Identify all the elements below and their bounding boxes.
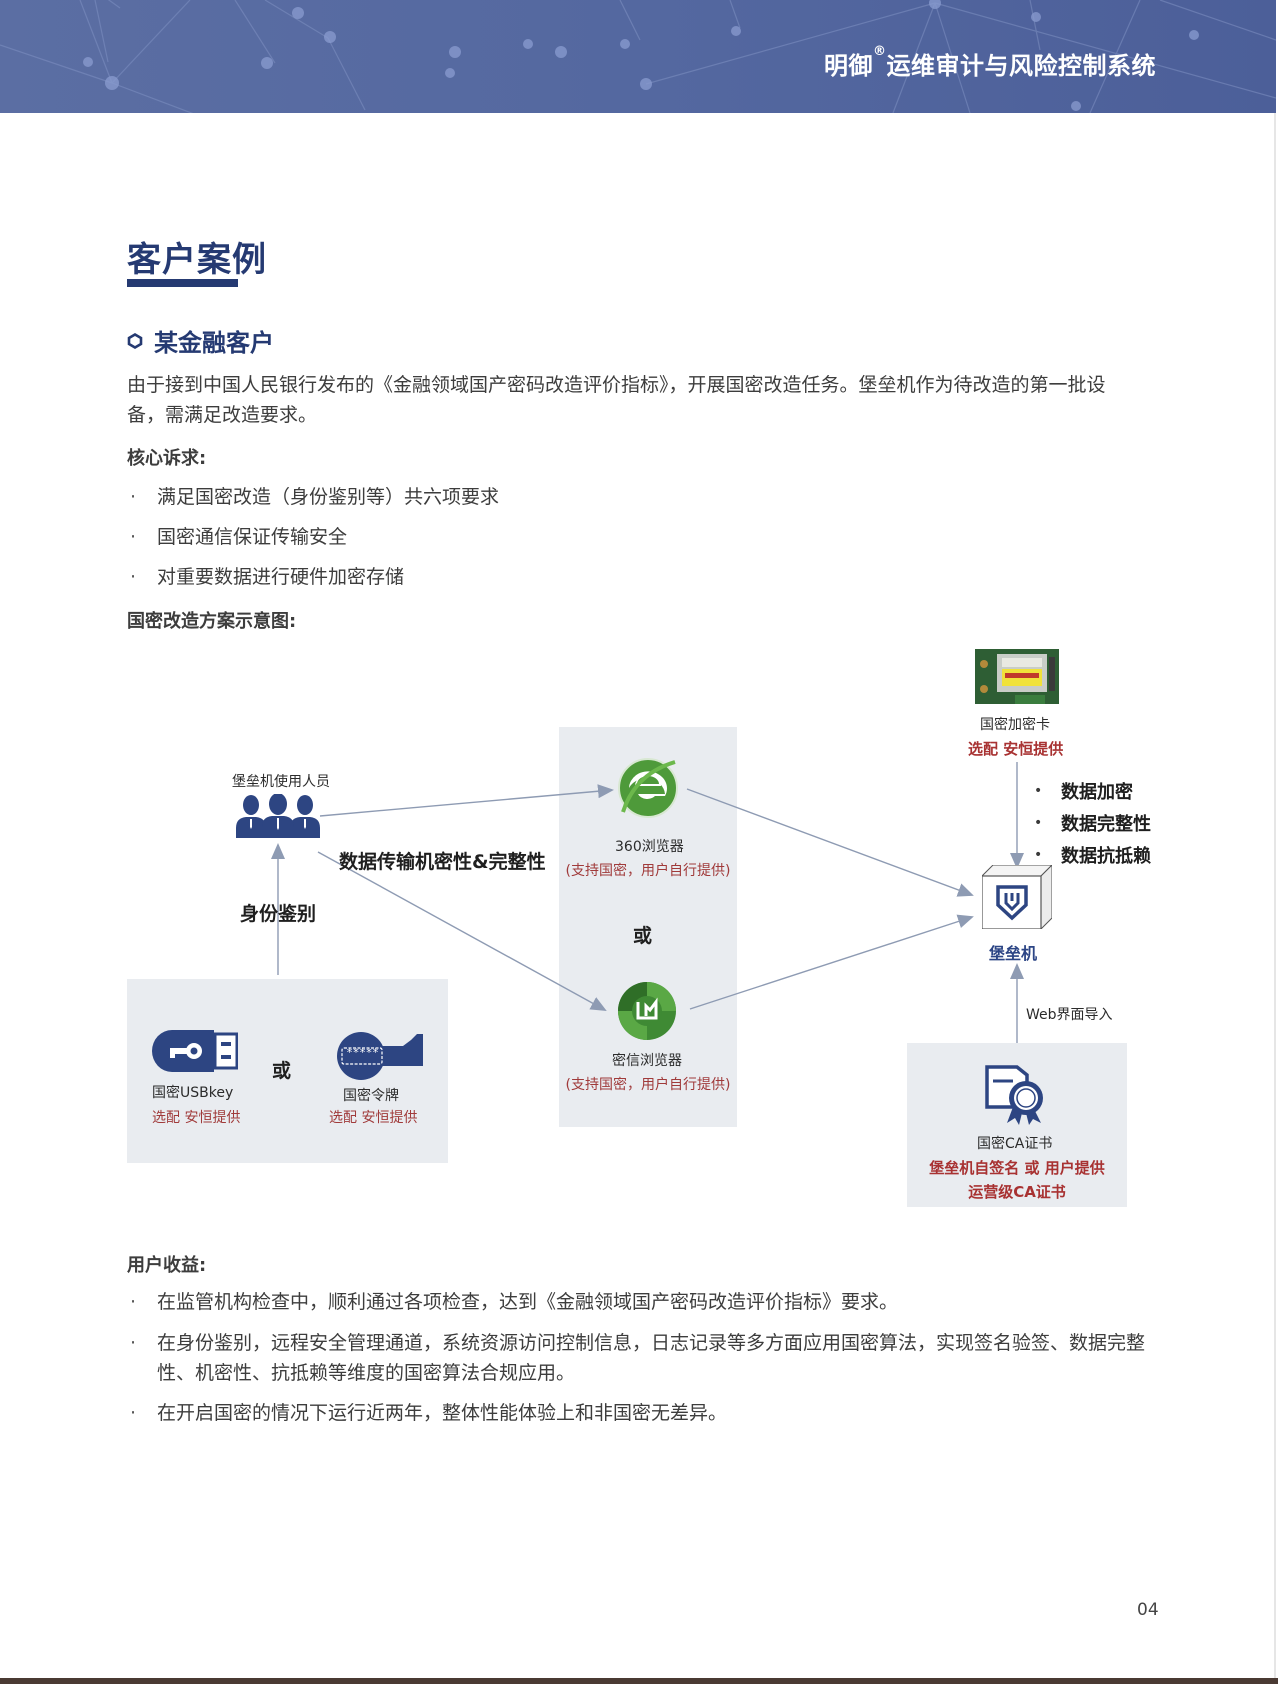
otp-token-label: 国密令牌 — [343, 1088, 399, 1104]
benefit-text: 在监管机构检查中，顺利通过各项检查，达到《金融领域国产密码改造评价指标》要求。 — [157, 1291, 899, 1313]
or-label-browsers: 或 — [633, 925, 653, 947]
core-item-text: 国密通信保证传输安全 — [157, 526, 348, 548]
diagram-label: 国密改造方案示意图: — [127, 611, 297, 632]
bullet-dot-icon: · — [130, 566, 137, 588]
card-feature-text: 数据加密 — [1061, 782, 1133, 803]
benefit-item: · 在开启国密的情况下运行近两年，整体性能体验上和非国密无差异。 — [130, 1398, 1160, 1428]
ca-certificate-note-2: 运营级CA证书 — [968, 1183, 1066, 1201]
bullet-dot-icon: · — [130, 1332, 137, 1354]
encryption-card-label: 国密加密卡 — [980, 717, 1050, 733]
product-name: 明御 — [824, 52, 873, 80]
benefits-label: 用户收益: — [127, 1255, 207, 1276]
intro-line-2: 备，需满足改造要求。 — [127, 404, 318, 426]
bullet-dot-icon: • — [1034, 815, 1043, 831]
bullet-dot-icon: · — [130, 526, 137, 548]
otp-token-icon[interactable]: ***** — [337, 1032, 423, 1080]
encryption-card-icon[interactable] — [975, 649, 1059, 704]
product-title-suffix: 运维审计与风险控制系统 — [886, 52, 1156, 80]
core-item: · 国密通信保证传输安全 — [130, 522, 1160, 552]
token-mask-text: ***** — [346, 1046, 380, 1059]
transport-security-label: 数据传输机密性&完整性 — [339, 851, 546, 873]
token-shape-icon — [337, 1032, 423, 1080]
bullet-dot-icon: · — [130, 1402, 137, 1424]
header-banner: 明御®运维审计与风险控制系统 — [0, 0, 1276, 113]
encryption-card-note: 选配 安恒提供 — [968, 740, 1064, 758]
bullet-dot-icon: · — [130, 486, 137, 508]
benefit-text: 在身份鉴别，远程安全管理通道，系统资源访问控制信息，日志记录等多方面应用国密算法… — [157, 1332, 1146, 1384]
card-feature-item: • 数据抗抵赖 — [1034, 839, 1151, 871]
core-item-text: 对重要数据进行硬件加密存储 — [157, 566, 405, 588]
benefit-text: 在开启国密的情况下运行近两年，整体性能体验上和非国密无差异。 — [157, 1402, 728, 1424]
registered-mark: ® — [873, 44, 887, 59]
bullet-dot-icon: • — [1034, 783, 1043, 799]
usb-key-icon[interactable] — [152, 1030, 238, 1072]
card-feature-list: • 数据加密 • 数据完整性 • 数据抗抵赖 — [1034, 775, 1151, 871]
usb-key-label: 国密USBkey — [152, 1085, 234, 1101]
core-item: · 对重要数据进行硬件加密存储 — [130, 562, 1160, 592]
product-title: 明御®运维审计与风险控制系统 — [824, 44, 1156, 81]
hexagon-bullet-icon — [127, 332, 143, 349]
title-underline — [127, 279, 238, 287]
benefit-item: · 在身份鉴别，远程安全管理通道，系统资源访问控制信息，日志记录等多方面应用国密… — [130, 1328, 1170, 1388]
benefit-item: · 在监管机构检查中，顺利通过各项检查，达到《金融领域国产密码改造评价指标》要求… — [130, 1287, 1160, 1317]
web-import-label: Web界面导入 — [1026, 1007, 1113, 1023]
core-item: · 满足国密改造（身份鉴别等）共六项要求 — [130, 482, 1160, 512]
bullet-dot-icon: • — [1034, 847, 1043, 863]
network-pattern-icon — [0, 0, 1276, 113]
card-feature-text: 数据完整性 — [1061, 814, 1151, 835]
browser-360-label: 360浏览器 — [615, 839, 684, 855]
browser-360-icon[interactable] — [615, 754, 681, 820]
card-feature-text: 数据抗抵赖 — [1061, 846, 1151, 867]
core-item-text: 满足国密改造（身份鉴别等）共六项要求 — [157, 486, 500, 508]
ca-certificate-note-1: 堡垒机自签名 或 用户提供 — [929, 1159, 1105, 1177]
or-label-devices: 或 — [272, 1060, 292, 1082]
browser-mixin-label: 密信浏览器 — [612, 1053, 682, 1069]
subsection-title: 某金融客户 — [127, 323, 274, 358]
subsection-title-text: 某金融客户 — [154, 329, 274, 357]
core-requirements-label: 核心诉求: — [127, 448, 207, 469]
intro-paragraph: 由于接到中国人民银行发布的《金融领域国产密码改造评价指标》，开展国密改造任务。堡… — [127, 370, 1167, 430]
ca-certificate-icon[interactable] — [983, 1063, 1049, 1125]
users-label: 堡垒机使用人员 — [232, 774, 330, 790]
otp-token-note: 选配 安恒提供 — [329, 1110, 418, 1126]
bastion-host-label: 堡垒机 — [989, 944, 1038, 963]
card-feature-item: • 数据完整性 — [1034, 807, 1151, 839]
browser-mixin-note: (支持国密，用户自行提供) — [565, 1077, 731, 1093]
page-number: 04 — [1137, 1600, 1159, 1620]
users-group-icon — [236, 794, 320, 838]
intro-line-1: 由于接到中国人民银行发布的《金融领域国产密码改造评价指标》，开展国密改造任务。堡… — [127, 374, 1106, 396]
browser-360-note: (支持国密，用户自行提供) — [565, 863, 731, 879]
card-feature-item: • 数据加密 — [1034, 775, 1151, 807]
bullet-dot-icon: · — [130, 1291, 137, 1313]
ca-certificate-label: 国密CA证书 — [977, 1136, 1053, 1152]
browser-mixin-icon[interactable] — [617, 981, 677, 1041]
page-title: 客户案例 — [127, 240, 267, 280]
identity-auth-label: 身份鉴别 — [240, 903, 317, 925]
bottom-edge — [0, 1678, 1278, 1684]
usb-key-note: 选配 安恒提供 — [152, 1110, 241, 1126]
bastion-host-icon[interactable] — [982, 865, 1052, 929]
